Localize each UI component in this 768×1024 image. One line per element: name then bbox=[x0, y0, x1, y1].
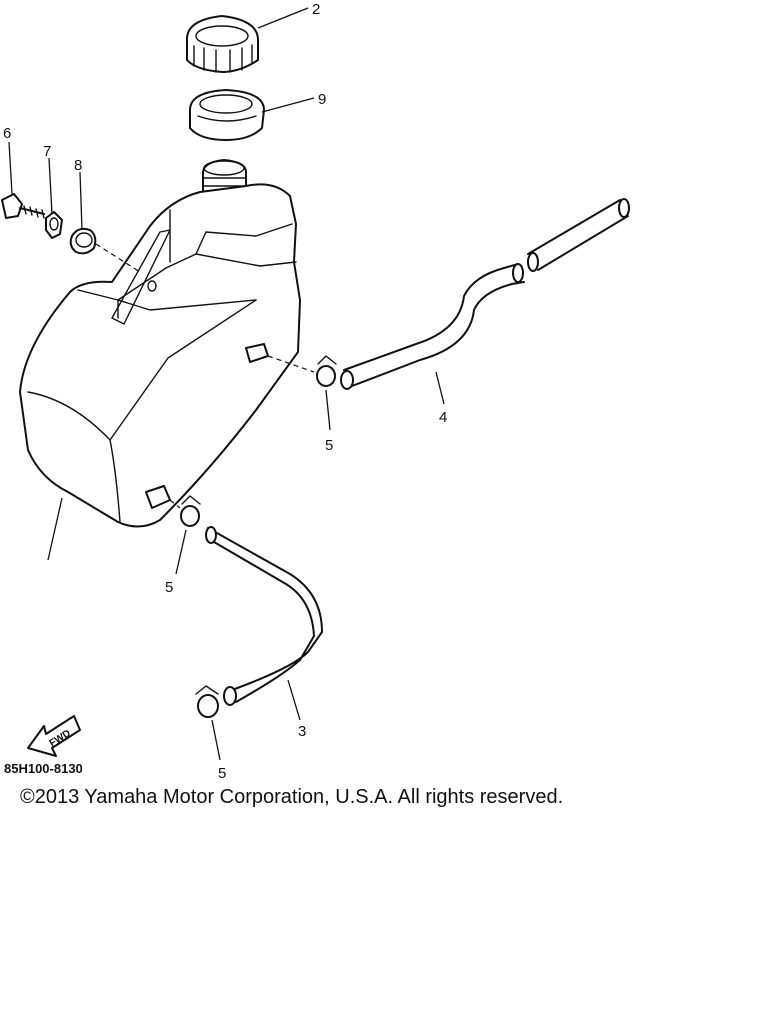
callout-6: 6 bbox=[3, 125, 11, 142]
hose-clamp-lower bbox=[195, 685, 219, 718]
hose-clamp-upper bbox=[316, 355, 337, 387]
callout-5-upper: 5 bbox=[325, 437, 333, 454]
hose-clamp-middle bbox=[180, 495, 201, 527]
leader-3 bbox=[287, 679, 301, 721]
leader-7 bbox=[48, 157, 53, 215]
leader-2 bbox=[257, 7, 309, 29]
copyright-notice: ©2013 Yamaha Motor Corporation, U.S.A. A… bbox=[20, 786, 564, 808]
nut bbox=[45, 211, 63, 239]
callout-5-middle: 5 bbox=[165, 579, 173, 596]
callout-9: 9 bbox=[318, 91, 326, 108]
leader-5b bbox=[175, 529, 187, 575]
leader-1 bbox=[47, 497, 63, 561]
leader-9 bbox=[261, 97, 315, 113]
leader-8 bbox=[79, 171, 83, 231]
tank-cap bbox=[185, 15, 259, 73]
bolt bbox=[1, 193, 45, 219]
callout-3: 3 bbox=[298, 723, 306, 740]
callout-5-lower: 5 bbox=[218, 765, 226, 782]
leader-4 bbox=[435, 371, 445, 405]
cap-gasket bbox=[189, 89, 265, 141]
assembly-line-vent bbox=[267, 355, 315, 373]
callout-2: 2 bbox=[312, 1, 320, 18]
callout-4: 4 bbox=[439, 409, 447, 426]
callout-8: 8 bbox=[74, 157, 82, 174]
vent-hose bbox=[340, 198, 630, 390]
callout-7: 7 bbox=[43, 143, 51, 160]
leader-5a bbox=[325, 389, 331, 431]
leader-6 bbox=[8, 141, 13, 195]
fwd-arrow-icon: FWD bbox=[27, 715, 81, 757]
fuel-hose bbox=[205, 526, 323, 706]
leader-5c bbox=[211, 719, 221, 761]
assembly-line-outlet bbox=[169, 499, 181, 509]
damper bbox=[69, 227, 97, 255]
diagram-code: 85H100-8130 bbox=[4, 761, 83, 776]
fuel-tank bbox=[19, 159, 301, 528]
